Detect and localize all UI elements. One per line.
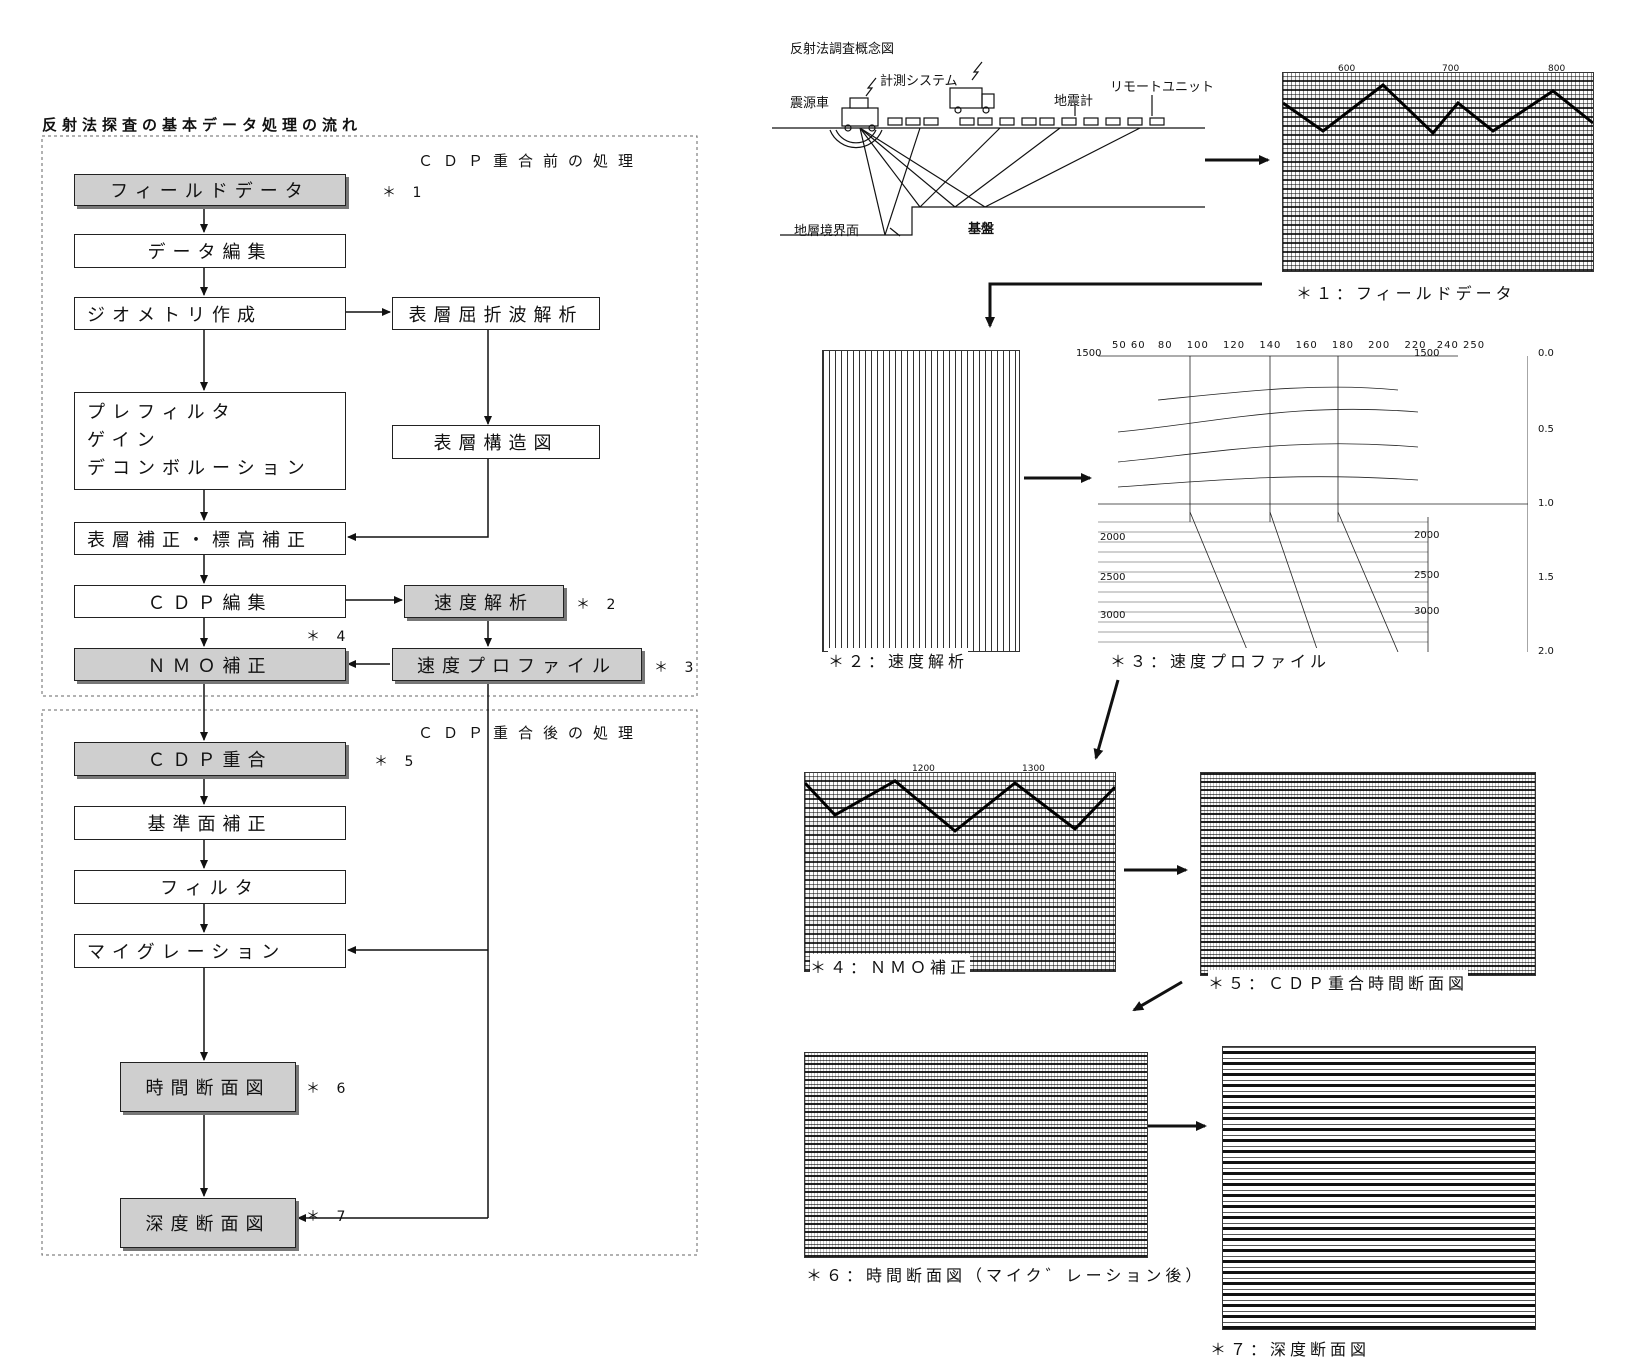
p3-tt-4: 120	[1223, 340, 1246, 351]
panel-velocity-profile-image	[1098, 352, 1528, 652]
panel-depth-section-image	[1222, 1046, 1536, 1330]
p3-lt-2: 2500	[1100, 572, 1126, 583]
caption-p7: ＊７：深度断面図	[1210, 1340, 1371, 1359]
p3-it-3: 3000	[1414, 606, 1440, 617]
p1-tick-2: 700	[1442, 64, 1460, 74]
p3-it-1: 2000	[1414, 530, 1440, 541]
p3-tt-7: 180	[1331, 340, 1354, 351]
label-basement: 基盤	[968, 222, 995, 237]
note-6: ＊ 6	[306, 1081, 352, 1097]
concept-title: 反射法調査概念図	[790, 42, 895, 57]
p3-rt-0: 0.0	[1538, 348, 1554, 359]
label-prefilter: プレフィルタ	[87, 402, 237, 424]
nmo-hyperbola	[805, 779, 1115, 833]
velocity-profile-graph	[1098, 355, 1528, 652]
panel-velocity-analysis-image	[822, 350, 1020, 652]
p3-rt-3: 1.5	[1538, 572, 1554, 583]
note-1: ＊ 1	[382, 185, 428, 201]
label-boundary: 地層境界面	[794, 224, 860, 239]
note-2: ＊ 2	[576, 597, 622, 613]
panel-field-data-image	[1282, 72, 1594, 272]
p3-tt-9: 220	[1404, 340, 1427, 351]
note-7: ＊ 7	[306, 1209, 352, 1225]
caption-p1: ＊１：フィールドデータ	[1296, 284, 1516, 303]
p3-tt-11: 250	[1463, 340, 1486, 351]
p3-tt-10: 240	[1436, 340, 1459, 351]
pre-section-label: ＣＤＰ重合前の処理	[418, 152, 644, 170]
p3-rt-4: 2.0	[1538, 646, 1554, 657]
box-filter: フィルタ	[74, 870, 346, 904]
p3-top-ticks: 50 60 80 100 120 140 160 180 200 220 240…	[1112, 340, 1485, 351]
label-geophone: 地震計	[1054, 94, 1094, 109]
note-3: ＊ 3	[654, 660, 700, 676]
p3-tt-1: 60	[1130, 340, 1146, 351]
p3-it-0: 1500	[1414, 348, 1440, 359]
p3-rt-1: 0.5	[1538, 424, 1554, 435]
note-4: ＊ 4	[306, 629, 352, 645]
post-section-label: ＣＤＰ重合後の処理	[418, 724, 644, 742]
flowchart-title: 反射法探査の基本データ処理の流れ	[42, 116, 363, 134]
p3-tt-0: 50	[1112, 340, 1127, 351]
box-velocity-analysis: 速度解析	[404, 585, 564, 618]
box-cdp-stack: ＣＤＰ重合	[74, 742, 346, 776]
box-depth-section: 深度断面図	[120, 1198, 296, 1248]
box-nmo: ＮＭＯ補正	[74, 648, 346, 681]
box-surface-structure: 表層構造図	[392, 425, 600, 459]
caption-p2: ＊２：速度解析	[828, 648, 969, 672]
p3-tt-8: 200	[1368, 340, 1391, 351]
label-recording-system: 計測システム	[880, 74, 958, 89]
box-prefilter-group: プレフィルタ ゲイン デコンボルーション	[74, 392, 346, 490]
caption-p6: ＊６：時間断面図（マイク゛レーション後）	[806, 1266, 1206, 1285]
box-refraction: 表層屈折波解析	[392, 297, 600, 330]
p3-tt-6: 160	[1295, 340, 1318, 351]
field-data-hyperbola	[1283, 83, 1593, 136]
box-data-edit: データ編集	[74, 234, 346, 268]
box-field-data: フィールドデータ	[74, 174, 346, 206]
p4-tick-2: 1300	[1022, 764, 1045, 774]
label-source-vehicle: 震源車	[790, 96, 830, 111]
panel-cdp-stack-image	[1200, 772, 1536, 976]
p1-tick-3: 800	[1548, 64, 1566, 74]
p3-it-2: 2500	[1414, 570, 1440, 581]
box-geometry: ジオメトリ作成	[74, 297, 346, 330]
label-remote-unit: リモートユニット	[1110, 80, 1215, 95]
caption-p5: ＊５：ＣＤＰ重合時間断面図	[1208, 970, 1469, 994]
p3-tt-5: 140	[1259, 340, 1282, 351]
caption-p3: ＊３：速度プロファイル	[1110, 648, 1331, 672]
note-5: ＊ 5	[374, 754, 420, 770]
box-cdp-edit: ＣＤＰ編集	[74, 585, 346, 618]
caption-p4: ＊４：ＮＭＯ補正	[810, 954, 971, 978]
box-migration: マイグレーション	[74, 934, 346, 968]
box-velocity-profile: 速度プロファイル	[392, 648, 642, 681]
box-static-correction: 表層補正・標高補正	[74, 522, 346, 555]
p3-tt-2: 80	[1157, 340, 1173, 351]
panel-nmo-image	[804, 772, 1116, 972]
box-datum-correction: 基準面補正	[74, 806, 346, 840]
p1-tick-1: 600	[1338, 64, 1356, 74]
p3-rt-2: 1.0	[1538, 498, 1554, 509]
p3-tt-3: 100	[1186, 340, 1209, 351]
p4-tick-1: 1200	[912, 764, 935, 774]
p3-lt-3: 3000	[1100, 610, 1126, 621]
p3-lt-1: 2000	[1100, 532, 1126, 543]
label-deconvolution: デコンボルーション	[87, 458, 312, 480]
p3-lt-0: 1500	[1076, 348, 1102, 359]
label-gain: ゲイン	[87, 430, 162, 452]
pre-section-frame	[41, 135, 698, 697]
panel-time-section-image	[804, 1052, 1148, 1258]
box-time-section: 時間断面図	[120, 1062, 296, 1112]
